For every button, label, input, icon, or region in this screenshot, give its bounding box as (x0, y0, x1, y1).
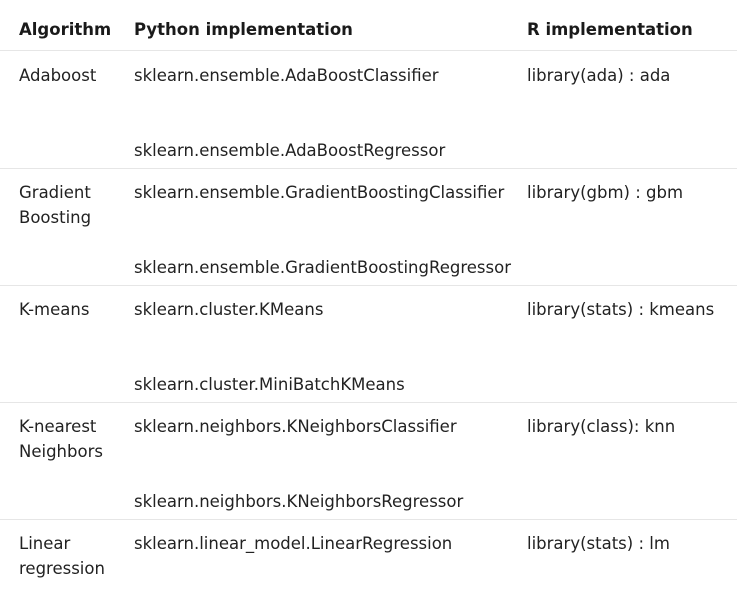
header-python-implementation: Python implementation (134, 20, 353, 39)
algorithm-cell: Gradient Boosting (19, 180, 91, 230)
table-header-row: Algorithm Python implementation R implem… (0, 0, 737, 51)
algorithm-cell: K-nearest Neighbors (19, 414, 103, 464)
algorithm-name-line1: Linear (19, 534, 71, 553)
table-row: K-nearest Neighbors sklearn.neighbors.KN… (0, 402, 737, 520)
r-implementation: library(class): knn (527, 417, 676, 436)
algorithm-name-line2: regression (19, 559, 105, 578)
python-implementation-primary: sklearn.linear_model.LinearRegression (134, 534, 453, 553)
python-implementation-secondary: sklearn.ensemble.GradientBoostingRegress… (134, 258, 511, 277)
algorithm-name-line1: K-means (19, 300, 90, 319)
algorithm-name-line2: Boosting (19, 208, 92, 227)
r-implementation: library(stats) : kmeans (527, 300, 715, 319)
table-row: K-means sklearn.cluster.KMeans sklearn.c… (0, 285, 737, 403)
r-implementation: library(gbm) : gbm (527, 183, 684, 202)
table-row: Adaboost sklearn.ensemble.AdaBoostClassi… (0, 51, 737, 169)
algorithm-cell: K-means (19, 297, 89, 322)
python-implementation-secondary: sklearn.ensemble.AdaBoostRegressor (134, 141, 446, 160)
python-implementation-primary: sklearn.cluster.KMeans (134, 300, 324, 319)
python-implementation-primary: sklearn.neighbors.KNeighborsClassifier (134, 417, 457, 436)
python-implementation-secondary: sklearn.cluster.MiniBatchKMeans (134, 375, 405, 394)
python-implementation-primary: sklearn.ensemble.GradientBoostingClassif… (134, 183, 505, 202)
header-algorithm: Algorithm (19, 20, 112, 39)
table-row: Linear regression sklearn.linear_model.L… (0, 519, 737, 599)
algorithm-name-line1: Adaboost (19, 66, 97, 85)
r-implementation: library(ada) : ada (527, 66, 671, 85)
algorithm-name-line1: K-nearest (19, 417, 97, 436)
algorithm-cell: Linear regression (19, 531, 105, 581)
python-implementation-primary: sklearn.ensemble.AdaBoostClassifier (134, 66, 439, 85)
header-r-implementation: R implementation (527, 20, 693, 39)
algorithm-name-line1: Gradient (19, 183, 91, 202)
python-implementation-secondary: sklearn.neighbors.KNeighborsRegressor (134, 492, 464, 511)
algorithm-cell: Adaboost (19, 63, 96, 88)
algorithm-name-line2: Neighbors (19, 442, 103, 461)
table-row: Gradient Boosting sklearn.ensemble.Gradi… (0, 168, 737, 286)
r-implementation: library(stats) : lm (527, 534, 670, 553)
